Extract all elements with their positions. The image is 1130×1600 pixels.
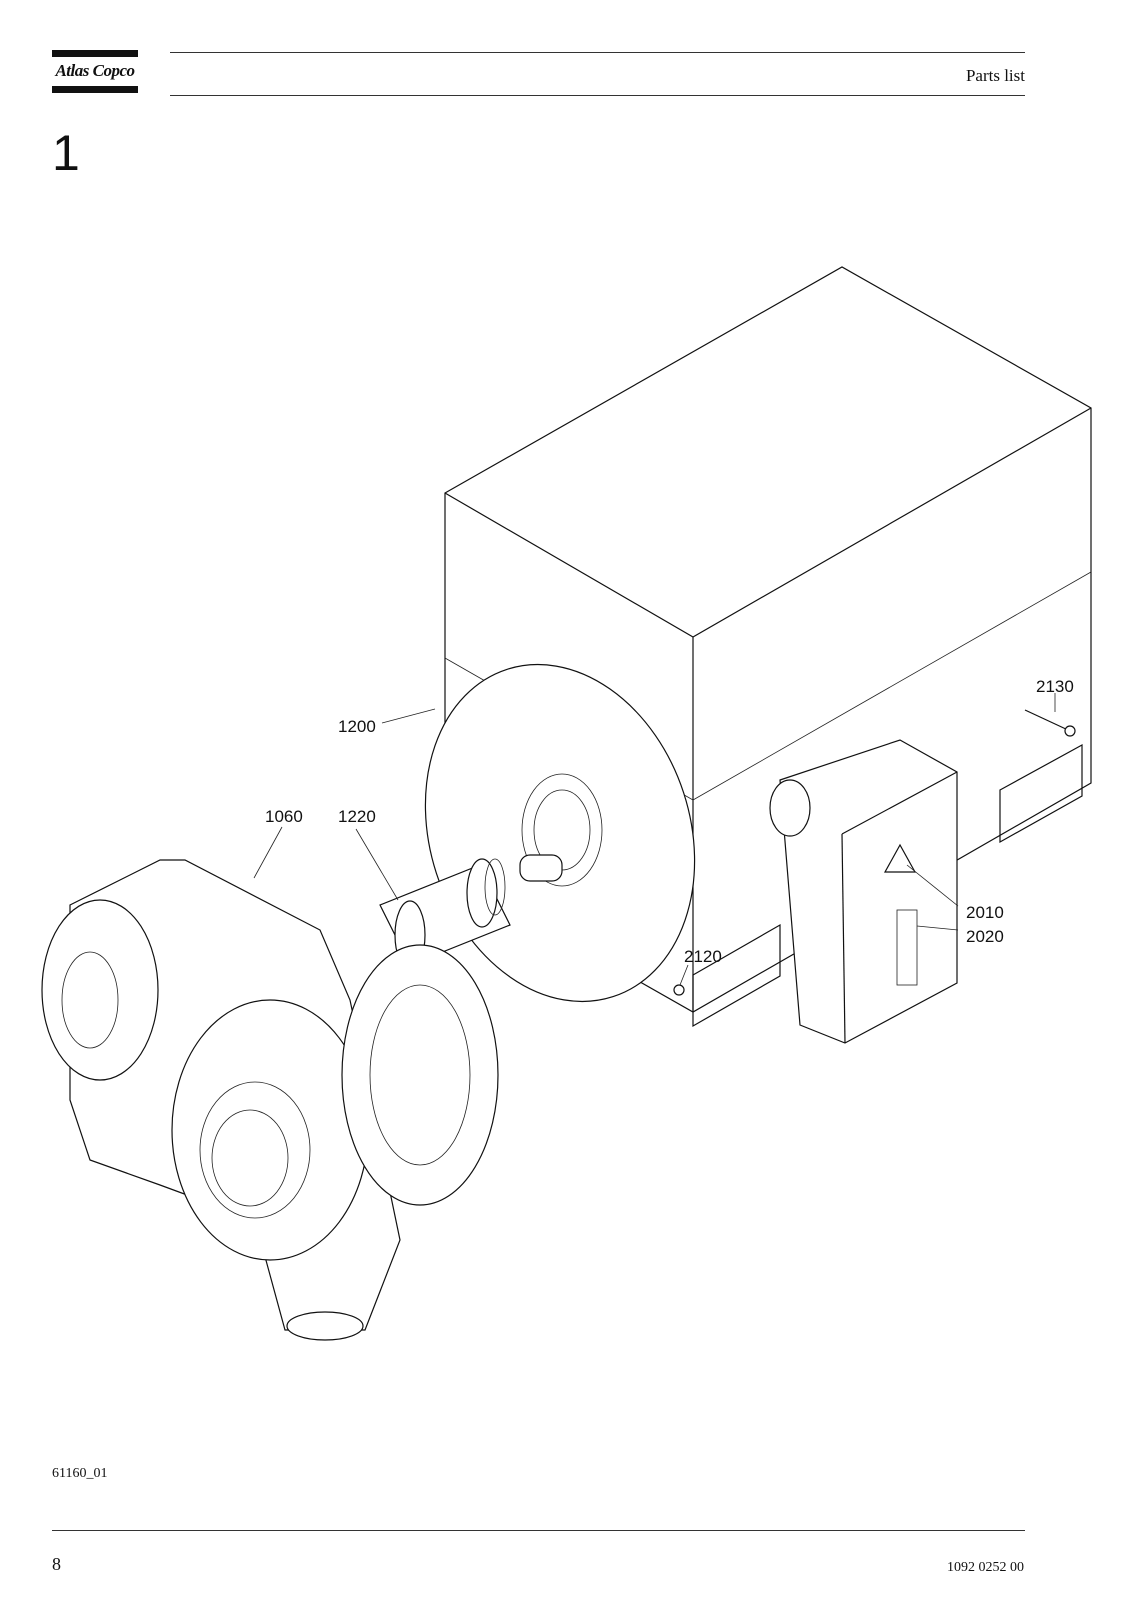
callout-1060: 1060: [265, 807, 303, 826]
terminal-box: [769, 739, 958, 1044]
callout-2020: 2020: [966, 927, 1004, 946]
coupling-shaft: [379, 858, 511, 970]
callout-1220: 1220: [338, 807, 376, 826]
callout-2130: 2130: [1036, 677, 1074, 696]
callout-leaders: [253, 693, 1056, 986]
callout-2120: 2120: [684, 947, 722, 966]
document-number: 1092 0252 00: [947, 1560, 1024, 1575]
page-number: 8: [52, 1554, 61, 1574]
atlas-copco-logo: Atlas Copco: [52, 50, 138, 94]
drawing-id: 61160_01: [52, 1466, 108, 1481]
section-number: 1: [52, 125, 80, 181]
footer-rule: [52, 1530, 1025, 1531]
header-rule-bottom: [170, 95, 1025, 96]
header-title: Parts list: [965, 66, 1025, 85]
compressor-gearbox: [41, 859, 499, 1341]
plug-2120: [673, 984, 685, 996]
logo-bar-bottom: [52, 86, 138, 93]
callout-1200: 1200: [338, 717, 376, 736]
logo-bar-top: [52, 50, 138, 57]
header-rule-top: [170, 52, 1025, 53]
bolt-2130: [1024, 709, 1076, 737]
callout-2010: 2010: [966, 903, 1004, 922]
logo-wordmark: Atlas Copco: [55, 61, 135, 80]
